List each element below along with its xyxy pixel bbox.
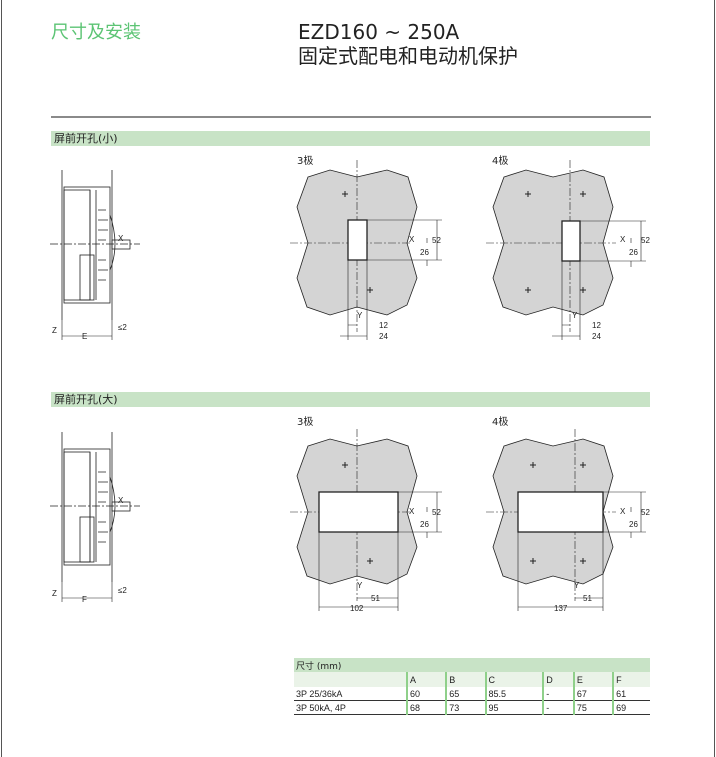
section-title: 尺寸及安装 bbox=[51, 22, 141, 43]
pole-label-3p: 3极 bbox=[297, 156, 314, 167]
dim-51-4p: 51 bbox=[583, 594, 592, 603]
cell: 85.5 bbox=[484, 687, 544, 701]
cutout-large-4p bbox=[486, 429, 646, 611]
dim-24: 24 bbox=[379, 332, 388, 341]
pole-label-4p-large: 4极 bbox=[492, 417, 509, 428]
x-axis-label: X bbox=[409, 235, 415, 244]
page-border-left bbox=[1, 0, 2, 757]
cutout-large-3p bbox=[290, 429, 442, 611]
x-axis-label-large: X bbox=[409, 507, 415, 516]
side-e-label: E bbox=[82, 332, 87, 341]
x-axis-label-4p: X bbox=[620, 235, 626, 244]
cutout-small-3p bbox=[290, 160, 442, 340]
dim-52: 52 bbox=[432, 236, 441, 245]
cell: 95 bbox=[484, 700, 544, 715]
cell: - bbox=[542, 700, 574, 715]
title-line-2: 固定式配电和电动机保护 bbox=[298, 44, 518, 68]
side-gap-label: ≤2 bbox=[118, 323, 127, 332]
dim-12: 12 bbox=[379, 321, 388, 330]
cell: 67 bbox=[572, 687, 614, 701]
y-axis-label-4p: Y bbox=[572, 311, 578, 320]
side-z-label-large: Z bbox=[52, 589, 57, 598]
dim-102: 102 bbox=[350, 604, 364, 613]
cell: 65 bbox=[445, 687, 486, 701]
side-f-label: F bbox=[82, 595, 87, 604]
cell: 75 bbox=[572, 700, 614, 715]
dim-51: 51 bbox=[371, 594, 380, 603]
column-header: A bbox=[405, 672, 447, 687]
y-axis-label-large: Y bbox=[357, 581, 363, 590]
side-z-label: Z bbox=[52, 326, 57, 335]
pole-label-3p-large: 3极 bbox=[297, 417, 314, 428]
side-x-label-large: X bbox=[118, 496, 124, 505]
cell: 61 bbox=[612, 687, 650, 701]
cutout-small-4p bbox=[486, 160, 646, 340]
dimensions-table: 尺寸 (mm) A B C D E F 3P 25/36kA 60 65 85.… bbox=[294, 658, 650, 715]
cell: 73 bbox=[445, 700, 486, 715]
x-axis-label-large-4p: X bbox=[620, 507, 626, 516]
side-view-small bbox=[49, 169, 141, 340]
pole-label-4p: 4极 bbox=[492, 156, 509, 167]
cell: 60 bbox=[405, 687, 447, 701]
dim-52-4p: 52 bbox=[641, 236, 650, 245]
dim-26: 26 bbox=[420, 248, 429, 257]
dim-52-large: 52 bbox=[432, 508, 441, 517]
column-header: B bbox=[445, 672, 486, 687]
dim-26-4p: 26 bbox=[629, 248, 638, 257]
row-label: 3P 25/36kA bbox=[294, 687, 407, 701]
dim-12-4p: 12 bbox=[592, 321, 601, 330]
column-header: E bbox=[572, 672, 614, 687]
table-title: 尺寸 (mm) bbox=[294, 658, 650, 672]
column-header: F bbox=[612, 672, 650, 687]
side-x-label: X bbox=[118, 234, 124, 243]
side-view-large bbox=[49, 431, 141, 602]
cell: 69 bbox=[612, 700, 650, 715]
dim-52-large-4p: 52 bbox=[641, 508, 650, 517]
dim-26-large-4p: 26 bbox=[629, 520, 638, 529]
cell: 68 bbox=[405, 700, 447, 715]
divider bbox=[51, 116, 651, 118]
y-axis-label-large-4p: Y bbox=[574, 581, 580, 590]
table-row: 3P 50kA, 4P 68 73 95 - 75 69 bbox=[294, 700, 650, 715]
section-bar-small-cutout: 屏前开孔(小) bbox=[51, 131, 650, 146]
title-line-1: EZD160 ~ 250A bbox=[298, 20, 460, 44]
cell: - bbox=[542, 687, 574, 701]
document-title: EZD160 ~ 250A 固定式配电和电动机保护 bbox=[298, 20, 518, 68]
dim-26-large: 26 bbox=[420, 520, 429, 529]
y-axis-label: Y bbox=[357, 311, 363, 320]
table-row: 3P 25/36kA 60 65 85.5 - 67 61 bbox=[294, 687, 650, 701]
dim-137: 137 bbox=[554, 604, 568, 613]
side-gap-label-large: ≤2 bbox=[118, 586, 127, 595]
row-label: 3P 50kA, 4P bbox=[294, 700, 407, 715]
column-header: D bbox=[542, 672, 574, 687]
column-header: C bbox=[484, 672, 544, 687]
dim-24-4p: 24 bbox=[592, 332, 601, 341]
section-bar-large-cutout: 屏前开孔(大) bbox=[51, 392, 650, 407]
page-border-right bbox=[714, 0, 715, 757]
